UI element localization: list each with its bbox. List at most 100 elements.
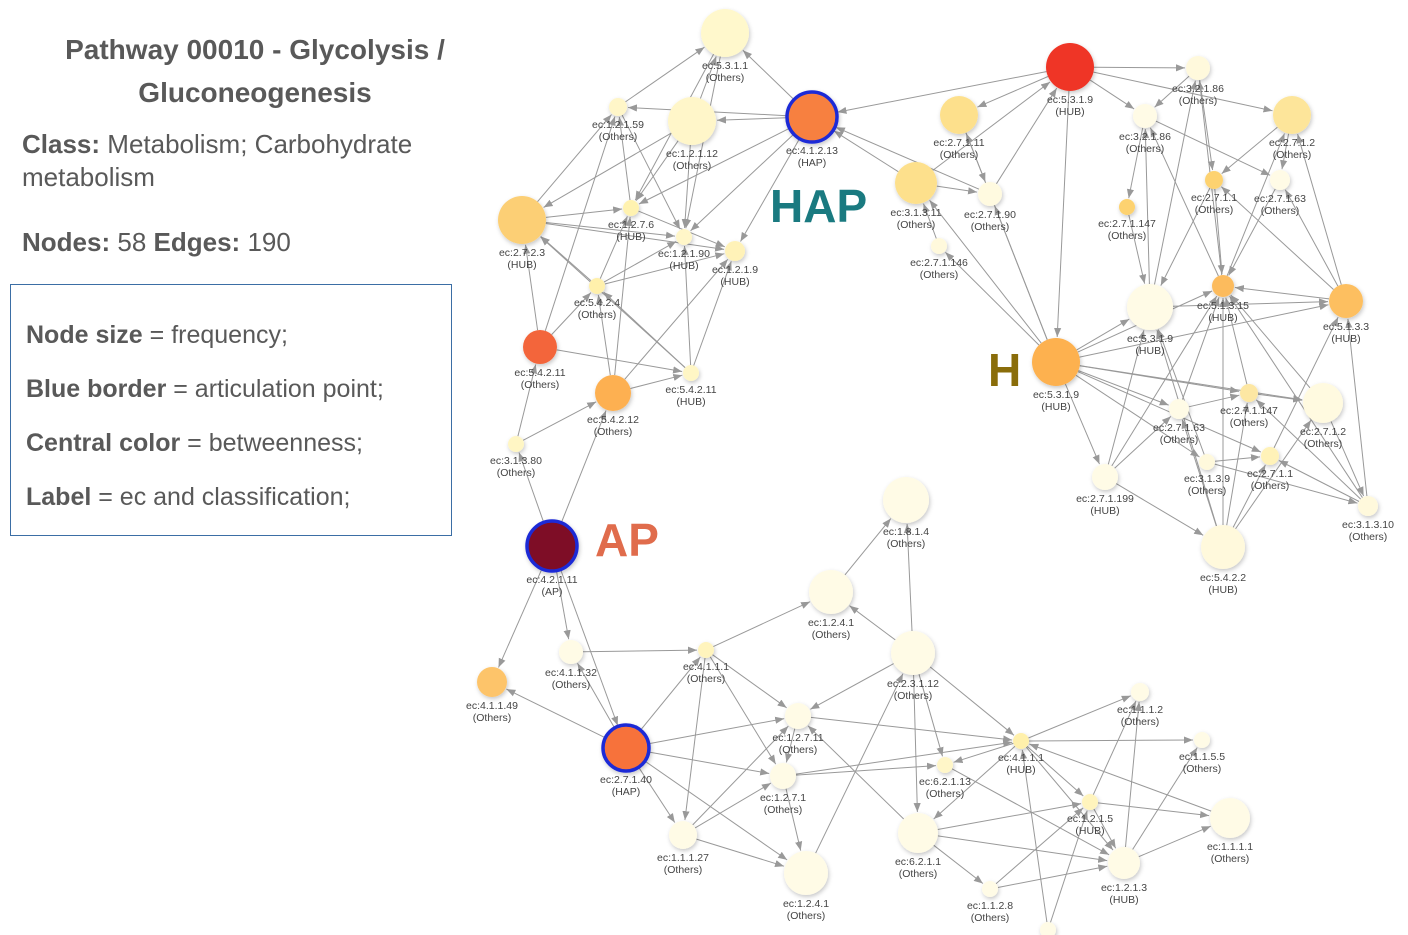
node-circle[interactable] xyxy=(1092,464,1118,490)
node-n33[interactable]: ec:3.1.3.9(Others) xyxy=(1184,454,1230,497)
node-circle[interactable] xyxy=(498,196,546,244)
node-circle[interactable] xyxy=(1358,496,1378,516)
node-n36[interactable]: ec:3.1.3.10(Others) xyxy=(1342,496,1394,543)
node-circle[interactable] xyxy=(725,241,745,261)
node-circle[interactable] xyxy=(898,813,938,853)
node-n38[interactable]: ec:1.8.1.4(Others) xyxy=(883,477,929,550)
node-n29[interactable]: ec:5.3.1.9(HUB) xyxy=(1032,338,1080,413)
node-circle[interactable] xyxy=(595,375,631,411)
node-circle[interactable] xyxy=(1261,447,1279,465)
node-n4[interactable]: ec:4.1.2.13(HAP) xyxy=(785,90,839,169)
node-circle[interactable] xyxy=(1013,733,1029,749)
node-circle[interactable] xyxy=(701,9,749,57)
node-n8[interactable]: ec:1.2.1.9(HUB) xyxy=(712,241,758,288)
node-circle[interactable] xyxy=(1201,525,1245,569)
node-n31[interactable]: ec:2.7.1.147(Others) xyxy=(1220,384,1278,429)
node-n28[interactable]: ec:5.1.3.3(HUB) xyxy=(1323,284,1369,345)
node-n21[interactable]: ec:3.2.1.86(Others) xyxy=(1119,104,1171,155)
node-circle[interactable] xyxy=(1199,454,1215,470)
node-n54[interactable]: ec:1.1.1.1(Others) xyxy=(1207,798,1253,865)
node-circle[interactable] xyxy=(1240,384,1258,402)
node-circle[interactable] xyxy=(1032,338,1080,386)
node-n25[interactable]: ec:2.7.1.63(Others) xyxy=(1254,170,1306,217)
node-n18[interactable]: ec:2.7.1.90(Others) xyxy=(964,182,1016,233)
node-n56[interactable]: ec:1.1.2.8(Others) xyxy=(967,881,1013,924)
node-n51[interactable]: ec:1.1.1.27(Others) xyxy=(657,821,709,876)
node-circle[interactable] xyxy=(525,519,579,573)
node-circle[interactable] xyxy=(1270,170,1290,190)
node-n58[interactable] xyxy=(1040,922,1056,935)
node-n46[interactable]: ec:1.2.7.1(Others) xyxy=(760,763,806,816)
node-circle[interactable] xyxy=(559,640,583,664)
node-circle[interactable] xyxy=(937,757,953,773)
node-n19[interactable]: ec:2.7.1.146(Others) xyxy=(910,238,968,281)
node-circle[interactable] xyxy=(1329,284,1363,318)
node-n40[interactable]: ec:4.1.1.32(Others) xyxy=(545,640,597,691)
node-n39[interactable]: ec:1.2.4.1(Others) xyxy=(808,570,854,641)
node-circle[interactable] xyxy=(1212,275,1234,297)
node-n52[interactable]: ec:6.2.1.1(Others) xyxy=(895,813,941,880)
node-n37[interactable]: ec:5.4.2.2(HUB) xyxy=(1200,525,1246,596)
node-circle[interactable] xyxy=(601,723,651,773)
node-n44[interactable]: ec:2.7.1.40(HAP) xyxy=(600,723,652,798)
node-n50[interactable]: ec:1.1.5.5(Others) xyxy=(1179,732,1225,775)
node-circle[interactable] xyxy=(1127,284,1173,330)
node-n5[interactable]: ec:2.7.2.3(HUB) xyxy=(498,196,546,271)
node-n3[interactable]: ec:1.2.1.12(Others) xyxy=(666,97,718,172)
node-circle[interactable] xyxy=(895,162,937,204)
node-n11[interactable]: ec:5.4.2.12(Others) xyxy=(587,375,639,438)
node-circle[interactable] xyxy=(940,96,978,134)
node-n42[interactable]: ec:4.1.1.1(Others) xyxy=(683,642,729,685)
node-n45[interactable]: ec:1.2.7.11(Others) xyxy=(772,703,824,756)
node-circle[interactable] xyxy=(668,97,716,145)
node-n10[interactable]: ec:5.4.2.11(Others) xyxy=(514,330,566,391)
node-circle[interactable] xyxy=(978,182,1002,206)
node-n34[interactable]: ec:2.7.1.1(Others) xyxy=(1247,447,1293,492)
node-n7[interactable]: ec:1.2.1.90(HUB) xyxy=(658,229,710,272)
node-circle[interactable] xyxy=(785,703,811,729)
node-circle[interactable] xyxy=(1273,96,1311,134)
node-circle[interactable] xyxy=(1210,798,1250,838)
node-n43[interactable]: ec:2.3.1.12(Others) xyxy=(887,631,939,702)
node-circle[interactable] xyxy=(1186,56,1210,80)
node-n48[interactable]: ec:1.1.1.2(Others) xyxy=(1117,683,1163,728)
node-n26[interactable]: ec:5.3.1.9(HUB) xyxy=(1127,284,1173,357)
node-circle[interactable] xyxy=(883,477,929,523)
node-circle[interactable] xyxy=(589,278,605,294)
node-circle[interactable] xyxy=(1131,683,1149,701)
node-n27[interactable]: ec:5.1.3.15(HUB) xyxy=(1197,275,1249,324)
node-circle[interactable] xyxy=(508,436,524,452)
node-circle[interactable] xyxy=(1082,794,1098,810)
node-n35[interactable]: ec:2.7.1.199(HUB) xyxy=(1076,464,1134,517)
node-n53[interactable]: ec:1.2.1.5(HUB) xyxy=(1067,794,1113,837)
node-n30[interactable]: ec:2.7.1.63(Others) xyxy=(1153,399,1205,446)
node-n55[interactable]: ec:1.2.4.1(Others) xyxy=(783,851,829,922)
node-circle[interactable] xyxy=(477,667,507,697)
node-n16[interactable]: ec:2.7.1.11(Others) xyxy=(933,96,985,161)
node-circle[interactable] xyxy=(785,90,839,144)
node-n14[interactable]: ec:4.2.1.11(AP) xyxy=(525,519,579,598)
node-circle[interactable] xyxy=(770,763,796,789)
node-n32[interactable]: ec:2.7.1.2(Others) xyxy=(1300,383,1346,450)
node-circle[interactable] xyxy=(669,821,697,849)
node-circle[interactable] xyxy=(931,238,947,254)
node-circle[interactable] xyxy=(683,365,699,381)
node-n49[interactable]: ec:4.1.1.1(HUB) xyxy=(998,733,1044,776)
node-n57[interactable]: ec:1.2.1.3(HUB) xyxy=(1101,847,1147,906)
node-circle[interactable] xyxy=(623,200,639,216)
node-circle[interactable] xyxy=(523,330,557,364)
node-circle[interactable] xyxy=(1119,199,1135,215)
node-circle[interactable] xyxy=(784,851,828,895)
node-n2[interactable]: ec:1.2.1.59(Others) xyxy=(592,98,644,143)
node-n1[interactable]: ec:5.3.1.1(Others) xyxy=(701,9,749,84)
node-circle[interactable] xyxy=(1133,104,1157,128)
node-circle[interactable] xyxy=(891,631,935,675)
node-n24[interactable]: ec:2.7.1.1(Others) xyxy=(1191,171,1237,216)
node-circle[interactable] xyxy=(1169,399,1189,419)
node-n23[interactable]: ec:2.7.1.147(Others) xyxy=(1098,199,1156,242)
node-n9[interactable]: ec:5.4.2.4(Others) xyxy=(574,278,620,321)
node-n15[interactable]: ec:5.3.1.9(HUB) xyxy=(1046,43,1094,118)
node-circle[interactable] xyxy=(1040,922,1056,935)
node-circle[interactable] xyxy=(698,642,714,658)
node-circle[interactable] xyxy=(1205,171,1223,189)
